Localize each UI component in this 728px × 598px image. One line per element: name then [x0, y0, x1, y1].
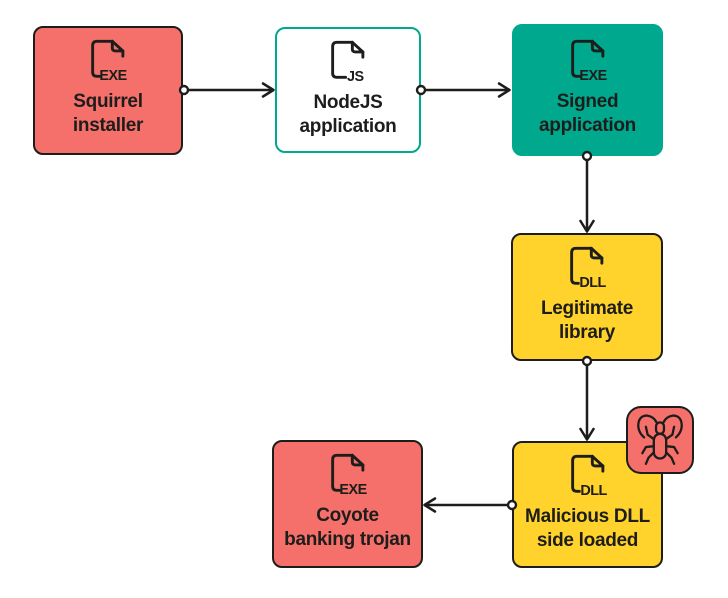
arrow-head — [497, 82, 511, 98]
file-ext-label: EXE — [99, 68, 127, 83]
file-ext-label: DLL — [580, 483, 607, 498]
file-exe-icon: EXE — [91, 39, 128, 83]
file-ext-label: EXE — [579, 68, 607, 83]
file-exe-icon: EXE — [570, 39, 608, 83]
arrow-head — [261, 82, 275, 98]
node-label: Legitimate library — [540, 298, 634, 343]
arrow-head — [579, 427, 595, 441]
node-label: Signed application — [539, 91, 636, 136]
file-js-icon: JS — [331, 40, 365, 84]
node-label: Squirrel installer — [72, 91, 144, 136]
node-nodejs-application: JS NodeJS application — [275, 27, 421, 153]
file-dll-icon: DLL — [570, 454, 608, 498]
node-label: NodeJS application — [299, 92, 397, 137]
file-dll-icon: DLL — [570, 246, 607, 290]
node-label: Malicious DLL side loaded — [525, 506, 650, 551]
node-coyote-trojan: EXE Coyote banking trojan — [272, 440, 423, 568]
file-ext-label: JS — [347, 69, 365, 84]
node-squirrel-installer: EXE Squirrel installer — [33, 26, 183, 155]
edge-library-to-malicious — [579, 355, 595, 441]
bug-badge — [626, 406, 694, 474]
edge-malicious-to-coyote — [423, 497, 518, 513]
node-signed-application: EXE Signed application — [512, 24, 663, 156]
node-legitimate-library: DLL Legitimate library — [511, 233, 663, 361]
file-ext-label: EXE — [339, 482, 367, 497]
edge-squirrel-to-nodejs — [178, 82, 275, 98]
arrow-head — [423, 497, 437, 513]
file-ext-label: DLL — [579, 275, 606, 290]
edge-nodejs-to-signed — [415, 82, 511, 98]
cockroach-bug-icon — [637, 414, 683, 465]
arrow-head — [579, 219, 595, 233]
node-label: Coyote banking trojan — [284, 505, 411, 550]
file-exe-icon: EXE — [330, 453, 368, 497]
edge-signed-to-library — [579, 150, 595, 233]
